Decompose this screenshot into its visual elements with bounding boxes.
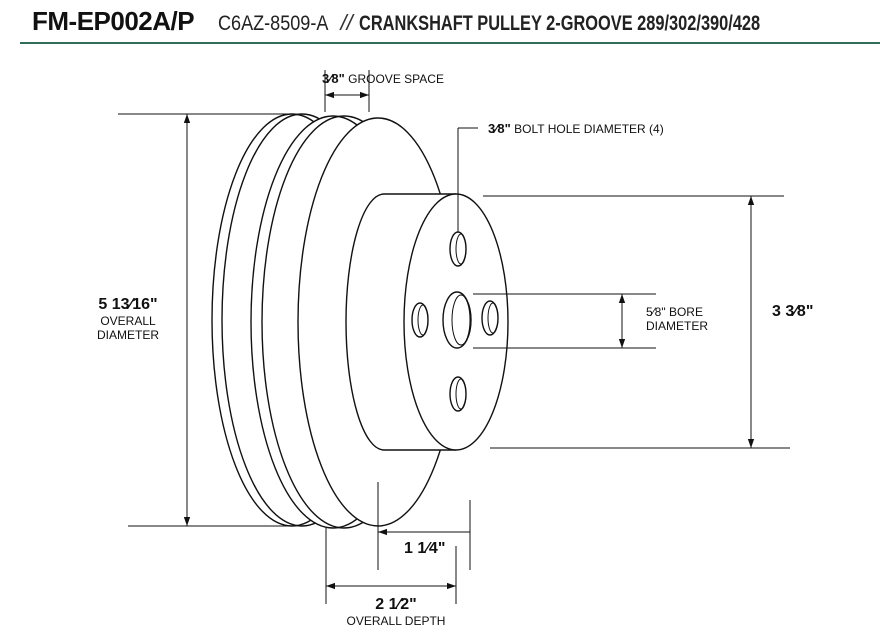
bolt-hole-label: 3⁄8" BOLT HOLE DIAMETER (4): [488, 120, 664, 138]
center-bore: [442, 291, 472, 349]
overall-diameter-value: 5 13⁄16": [98, 296, 158, 313]
overall-diameter-line1: OVERALL: [100, 314, 156, 328]
bore-text: DIAMETER: [646, 319, 709, 333]
groove-space-label: 3⁄8" GROOVE SPACE: [322, 70, 444, 88]
hub-depth-value: 1 1⁄4": [404, 540, 446, 557]
bore-label: 5⁄8" BORE DIAMETER: [646, 305, 708, 333]
overall-depth-text: OVERALL DEPTH: [346, 614, 446, 628]
dimension-lines: [118, 70, 790, 604]
casting-number: C6AZ-8509-A: [218, 12, 329, 35]
groove-space-text: GROOVE SPACE: [348, 72, 444, 86]
pulley-body: [211, 113, 509, 529]
groove-space-value: 3⁄8": [322, 71, 345, 86]
part-number: FM-EP002A/P: [32, 6, 195, 36]
overall-depth-label: 2 1⁄2" OVERALL DEPTH: [334, 596, 458, 628]
overall-diameter-label: 5 13⁄16" OVERALL DIAMETER: [80, 296, 176, 342]
bore-value: 5⁄8" BORE: [646, 305, 703, 319]
hub-outline: [345, 193, 385, 451]
title-separator: //: [340, 10, 353, 35]
bolt-hole-value: 3⁄8": [488, 121, 511, 136]
bolt-hole-text: BOLT HOLE DIAMETER (4): [514, 122, 664, 136]
overall-diameter-line2: DIAMETER: [96, 328, 159, 342]
title-bar: FM-EP002A/P C6AZ-8509-A // CRANKSHAFT PU…: [20, 6, 880, 44]
hub-diameter-value: 3 3⁄8": [772, 303, 814, 320]
overall-depth-value: 2 1⁄2": [375, 596, 417, 613]
part-description: CRANKSHAFT PULLEY 2-GROOVE 289/302/390/4…: [358, 12, 760, 35]
